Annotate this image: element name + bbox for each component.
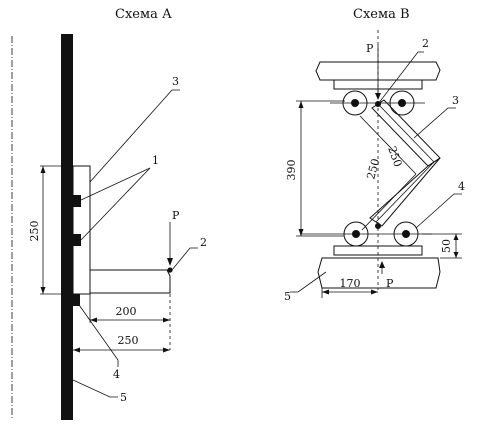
link-lower (369, 157, 441, 227)
dim-link1-text: 250 (385, 145, 404, 169)
dim-arrow (298, 229, 304, 236)
leader-4 (415, 193, 462, 229)
column (61, 34, 73, 420)
bracket-arm (90, 269, 171, 294)
callout-2: 2 (200, 236, 207, 249)
dim-base-text: 170 (340, 277, 361, 290)
bolt-upper (73, 195, 81, 207)
dim-arrow (298, 101, 304, 108)
dim-arrow (322, 289, 329, 295)
dim-arrow (40, 287, 46, 294)
dim-height-text: 250 (28, 221, 41, 242)
scheme-a-title: Схема А (115, 7, 172, 22)
leader-3 (413, 107, 456, 139)
dim-gap-text: 50 (440, 239, 453, 253)
callout-4: 4 (458, 180, 465, 193)
leader-5 (72, 379, 118, 398)
dim-height-text: 390 (285, 160, 298, 181)
dim-arrow (371, 289, 378, 295)
load-point (167, 267, 173, 273)
scheme-a: Схема А P 250 200 (11, 7, 207, 420)
dim-arrow (40, 166, 46, 173)
leader-2 (377, 51, 424, 105)
callout-3: 3 (452, 94, 459, 107)
leader-2 (171, 247, 198, 271)
dim-outer-text: 250 (118, 334, 139, 347)
callout-5: 5 (120, 391, 127, 404)
callout-1: 1 (152, 154, 159, 167)
dim-link-line (359, 115, 417, 175)
dim-link-line-2 (361, 173, 417, 231)
dim-inner-text: 200 (116, 305, 137, 318)
bolt-lower (73, 234, 81, 246)
load-label-bottom: P (386, 277, 394, 290)
vertical-plate (72, 165, 91, 295)
top-platform (315, 61, 441, 81)
dim-arrow (453, 234, 459, 240)
dim-arrow (73, 347, 80, 353)
callout-3: 3 (172, 75, 179, 88)
callout-5: 5 (284, 290, 291, 303)
leader-1a (80, 167, 151, 201)
load-arrowhead (167, 258, 173, 266)
callout-4: 4 (113, 368, 120, 381)
load-label-top: P (366, 42, 374, 55)
leader-3 (89, 89, 180, 183)
dim-arrow (90, 317, 97, 323)
support-block (70, 294, 80, 306)
bottom-hinge (375, 223, 381, 229)
link-upper-axis (377, 103, 435, 163)
dim-arrow (453, 252, 459, 258)
link-lower-axis (375, 161, 435, 223)
bottom-carriage (333, 245, 423, 256)
dim-link2-text: 250 (364, 157, 382, 181)
scheme-b-title: Схема В (353, 7, 410, 22)
scheme-b: Схема В P 250 250 (284, 7, 465, 303)
load-arrowhead-bottom (379, 261, 385, 268)
dim-arrow (163, 347, 170, 353)
leader-4 (76, 301, 119, 367)
dim-arrow (163, 317, 170, 323)
leader-5 (290, 271, 327, 293)
callout-2: 2 (422, 37, 429, 50)
bottom-platform (317, 257, 441, 289)
leader-1b (80, 167, 151, 241)
load-label: P (172, 209, 180, 222)
